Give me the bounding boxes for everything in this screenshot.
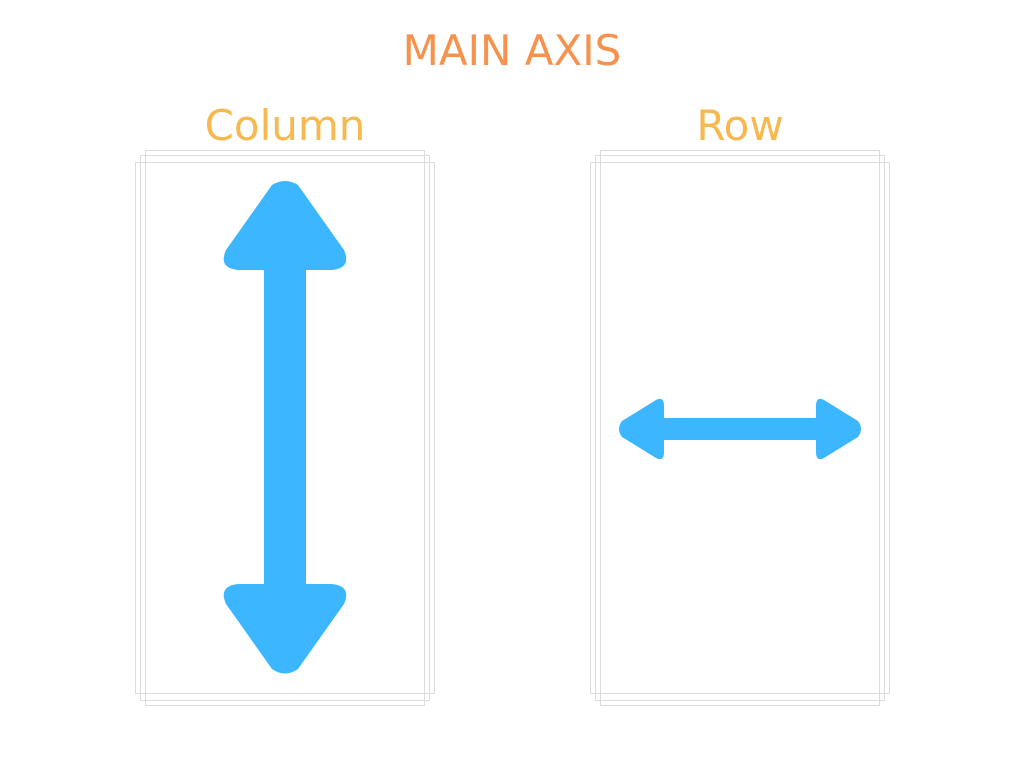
row-frame-sheet-front — [590, 162, 890, 694]
column-frame-sheet-back — [145, 150, 425, 706]
column-label: Column — [204, 101, 366, 150]
column-frame-sheet-front — [135, 162, 435, 694]
vertical-arrow-shape — [223, 181, 347, 674]
row-frame-sheet-middle — [595, 155, 885, 701]
vertical-double-arrow-icon — [223, 181, 347, 674]
horizontal-arrow-shape — [619, 398, 861, 460]
row-label: Row — [696, 101, 784, 150]
row-frame-sheet-back — [600, 150, 880, 706]
column-frame-sheet-middle — [140, 155, 430, 701]
column-panel-frame — [135, 150, 435, 706]
diagram-title: MAIN AXIS — [402, 26, 622, 75]
row-panel-frame — [590, 150, 890, 706]
horizontal-double-arrow-icon — [619, 398, 861, 460]
